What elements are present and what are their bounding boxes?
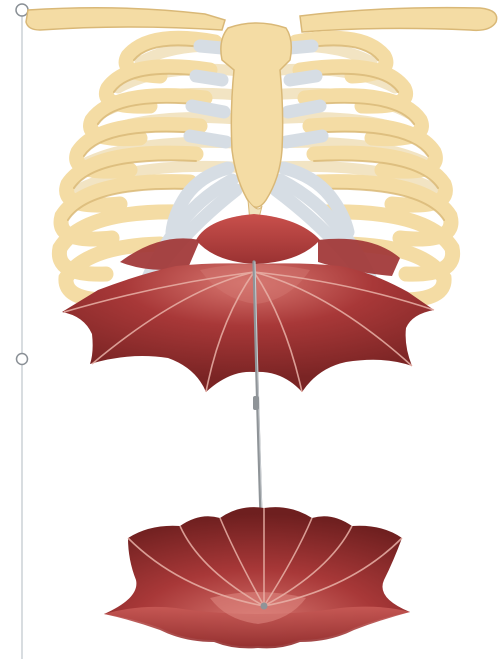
shaft-runner (253, 396, 259, 410)
clavicle-right (300, 8, 497, 32)
umbrella-dome-top (196, 214, 320, 264)
inverted-umbrella-icon (104, 507, 410, 648)
inverted-umbrella-hub (261, 603, 268, 610)
clavicle-left (26, 8, 225, 30)
selection-handle-middle-left[interactable] (17, 354, 28, 365)
selection-frame (22, 10, 40, 659)
selection-handle-top-left[interactable] (16, 4, 28, 16)
